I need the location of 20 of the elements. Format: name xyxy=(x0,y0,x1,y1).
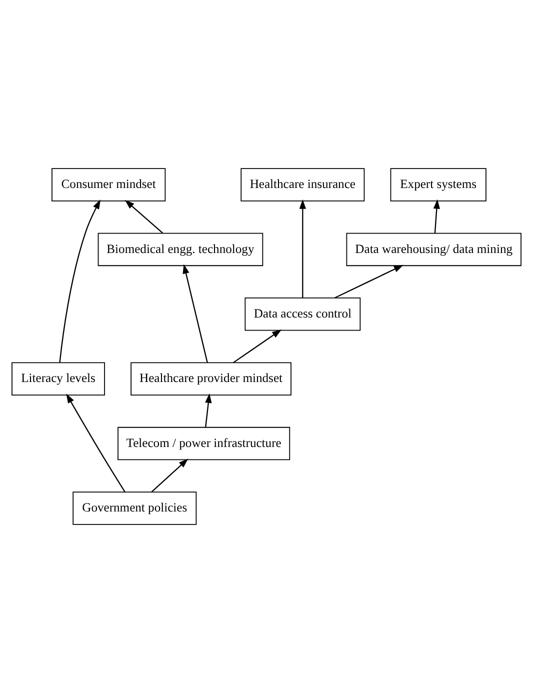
node-box: Consumer mindset xyxy=(52,168,166,201)
node-box: Healthcare insurance xyxy=(240,168,365,201)
arrow xyxy=(433,198,440,233)
arrow xyxy=(59,199,101,362)
arrow xyxy=(233,329,282,363)
arrow xyxy=(334,264,404,298)
node-box: Government policies xyxy=(72,491,197,524)
node-box: Data warehousing/ data mining xyxy=(346,232,522,266)
arrow xyxy=(124,199,164,233)
node-box: Healthcare provider mindset xyxy=(130,362,292,395)
node-box: Expert systems xyxy=(390,168,486,201)
node-box: Literacy levels xyxy=(12,362,105,395)
arrow xyxy=(66,393,126,492)
node-box: Biomedical engg. technology xyxy=(98,232,264,266)
node-box: Data access control xyxy=(244,297,361,330)
arrow xyxy=(151,458,188,492)
arrow xyxy=(205,392,212,427)
arrow xyxy=(299,198,306,298)
arrow xyxy=(182,264,208,362)
node-box: Telecom / power infrastructure xyxy=(118,426,290,460)
